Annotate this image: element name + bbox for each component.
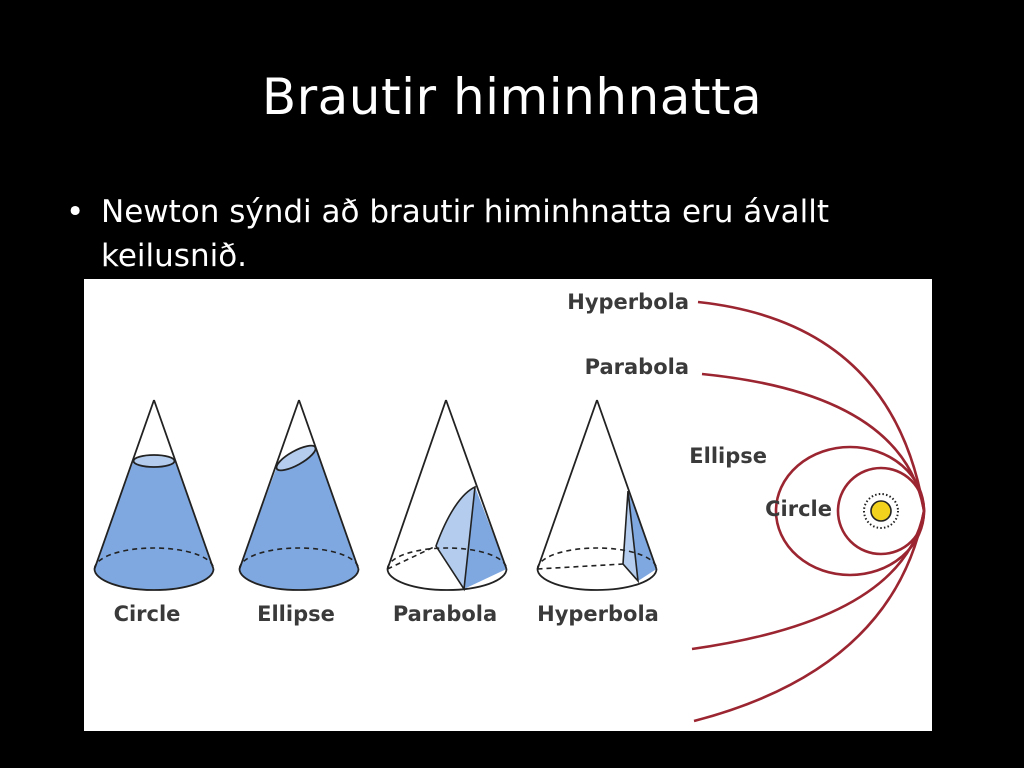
bullet-text: Newton sýndi að brautir himinhnatta eru … [101,194,829,274]
cone-parabola [386,399,508,592]
orbit-diagram [691,300,926,723]
bullet-symbol: • [66,194,85,230]
cone-label-circle: Circle [114,602,181,626]
orbit-label-parabola: Parabola [585,355,689,379]
cone-label-hyperbola: Hyperbola [537,602,659,626]
cone-ellipse [238,399,360,591]
bullet-point: • Newton sýndi að brautir himinhnatta er… [66,190,946,278]
cone-label-parabola: Parabola [393,602,497,626]
orbit-circle [836,466,926,556]
sun-icon [863,493,899,529]
cone-label-ellipse: Ellipse [257,602,335,626]
orbit-label-hyperbola: Hyperbola [567,290,689,314]
cone-hyperbola [536,399,658,591]
slide-title: Brautir himinhnatta [261,68,763,126]
conic-sections-diagram: Circle Ellipse Parabola Hyperbola Hyperb… [93,290,926,723]
orbit-label-circle: Circle [765,497,832,521]
orbit-label-ellipse: Ellipse [689,444,767,468]
conic-sections-figure: Circle Ellipse Parabola Hyperbola Hyperb… [84,279,932,731]
cone-circle [93,399,215,591]
